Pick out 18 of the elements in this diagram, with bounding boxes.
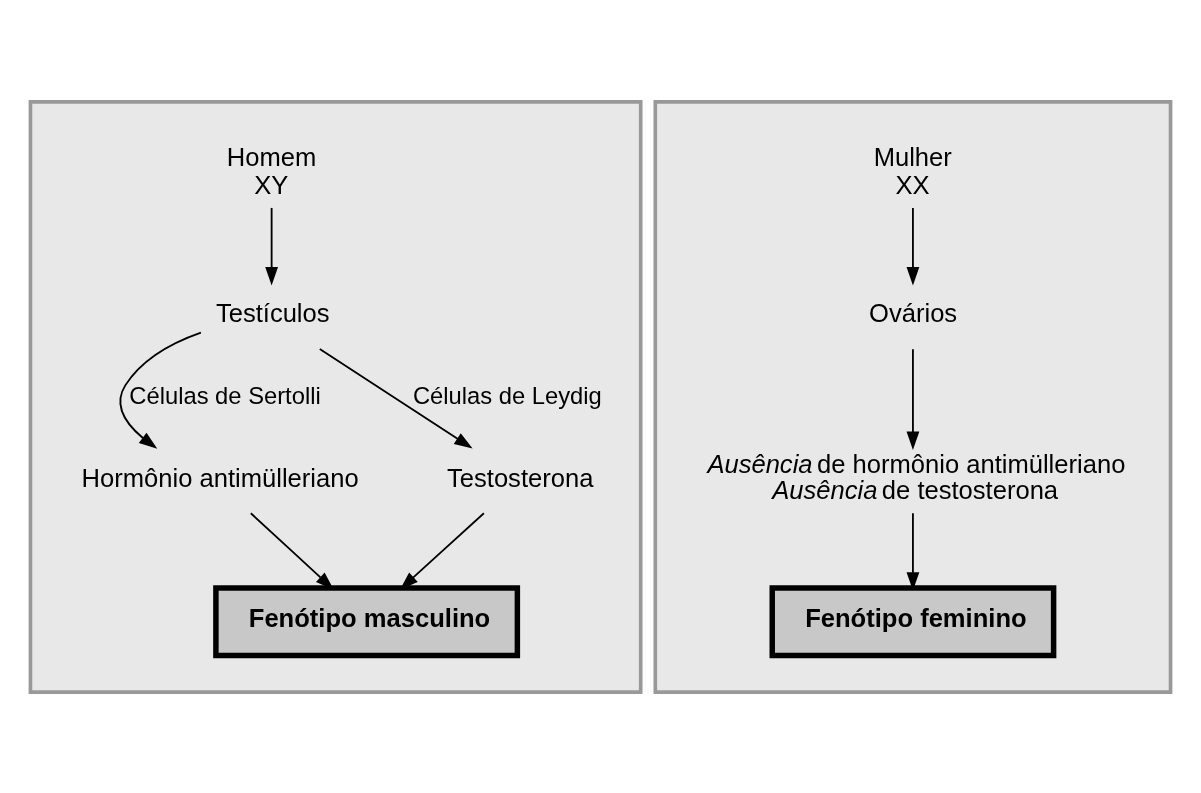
edge-label: Células de Leydig: [412, 381, 602, 409]
arrow: [265, 206, 279, 285]
node-text: Ovários: [869, 298, 958, 327]
arrow: [119, 331, 202, 449]
cluster: [28, 99, 643, 694]
node-text: Hormônio antimülleriano: [81, 463, 359, 492]
node-text: Testículos: [215, 298, 330, 327]
node-text: Mulher XX: [873, 142, 952, 199]
cluster: [653, 99, 1173, 694]
edge-label: Células de Sertolli: [129, 381, 321, 409]
node-box: Fenótipo masculino: [213, 584, 521, 658]
arrow: [906, 347, 920, 450]
node-text: Ausência de hormônio antimülleriano Ausência de testosterona: [707, 449, 1126, 504]
arrow: [318, 347, 473, 449]
node-box: Fenótipo feminino: [769, 584, 1057, 658]
node-text: Homem XY: [226, 142, 317, 199]
arrow: [906, 206, 920, 285]
node-text: Testosterona: [447, 463, 594, 492]
